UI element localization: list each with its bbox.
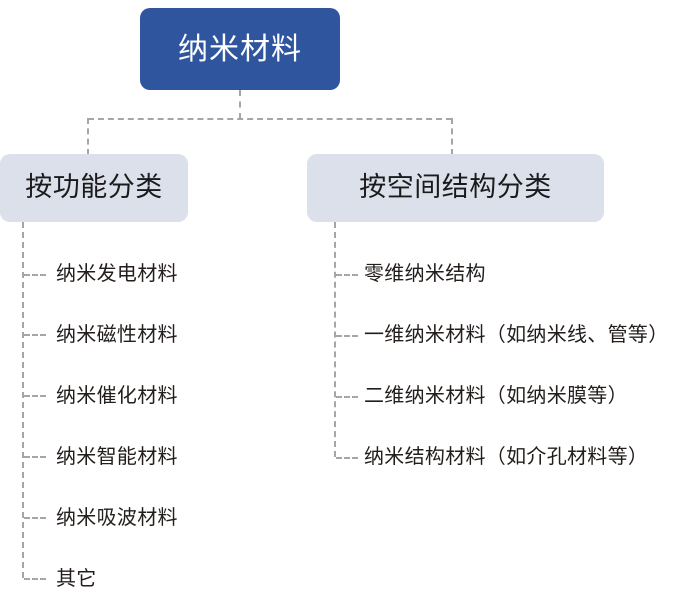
- leaf-label: 二维纳米材料（如纳米膜等）: [364, 385, 628, 407]
- leaf-item[interactable]: 一维纳米材料（如纳米线、管等）: [364, 325, 669, 345]
- leaf-item[interactable]: 其它: [56, 569, 97, 589]
- leaf-label: 零维纳米结构: [364, 263, 486, 285]
- connector-stub-left-6: [24, 578, 46, 580]
- leaf-item[interactable]: 纳米催化材料: [56, 386, 178, 406]
- connector-stub-left-4: [24, 456, 46, 458]
- connector-trunk-left: [22, 222, 24, 578]
- leaf-label: 纳米磁性材料: [56, 324, 178, 346]
- connector-drop-left-branch: [87, 118, 89, 155]
- connector-stub-left-2: [24, 334, 46, 336]
- leaf-label: 纳米发电材料: [56, 263, 178, 285]
- leaf-label: 其它: [56, 568, 97, 590]
- node-branch-by-function-label: 按功能分类: [25, 172, 163, 203]
- node-branch-by-function[interactable]: 按功能分类: [0, 154, 188, 222]
- connector-stub-right-1: [336, 274, 358, 276]
- connector-stub-right-4: [336, 457, 358, 459]
- connector-stub-left-1: [24, 274, 46, 276]
- leaf-item[interactable]: 纳米发电材料: [56, 264, 178, 284]
- leaf-label: 纳米催化材料: [56, 385, 178, 407]
- connector-horizontal-spine: [88, 118, 452, 120]
- node-branch-by-spatial-structure-label: 按空间结构分类: [359, 172, 552, 203]
- leaf-item[interactable]: 纳米结构材料（如介孔材料等）: [364, 447, 648, 467]
- connector-stub-left-3: [24, 395, 46, 397]
- connector-stub-right-3: [336, 396, 358, 398]
- leaf-label: 纳米吸波材料: [56, 507, 178, 529]
- connector-trunk-right: [334, 222, 336, 457]
- leaf-label: 纳米结构材料（如介孔材料等）: [364, 446, 649, 468]
- connector-stub-right-2: [336, 335, 358, 337]
- node-root[interactable]: 纳米材料: [140, 8, 340, 90]
- leaf-item[interactable]: 纳米磁性材料: [56, 325, 178, 345]
- leaf-item[interactable]: 二维纳米材料（如纳米膜等）: [364, 386, 628, 406]
- leaf-item[interactable]: 纳米吸波材料: [56, 508, 178, 528]
- leaf-label: 一维纳米材料（如纳米线、管等）: [364, 324, 669, 346]
- node-root-label: 纳米材料: [178, 32, 302, 66]
- connector-drop-right-branch: [451, 118, 453, 155]
- connector-stub-left-5: [24, 517, 46, 519]
- leaf-item[interactable]: 纳米智能材料: [56, 447, 178, 467]
- leaf-label: 纳米智能材料: [56, 446, 178, 468]
- leaf-item[interactable]: 零维纳米结构: [364, 264, 486, 284]
- connector-root-stem: [239, 90, 241, 119]
- node-branch-by-spatial-structure[interactable]: 按空间结构分类: [307, 154, 604, 222]
